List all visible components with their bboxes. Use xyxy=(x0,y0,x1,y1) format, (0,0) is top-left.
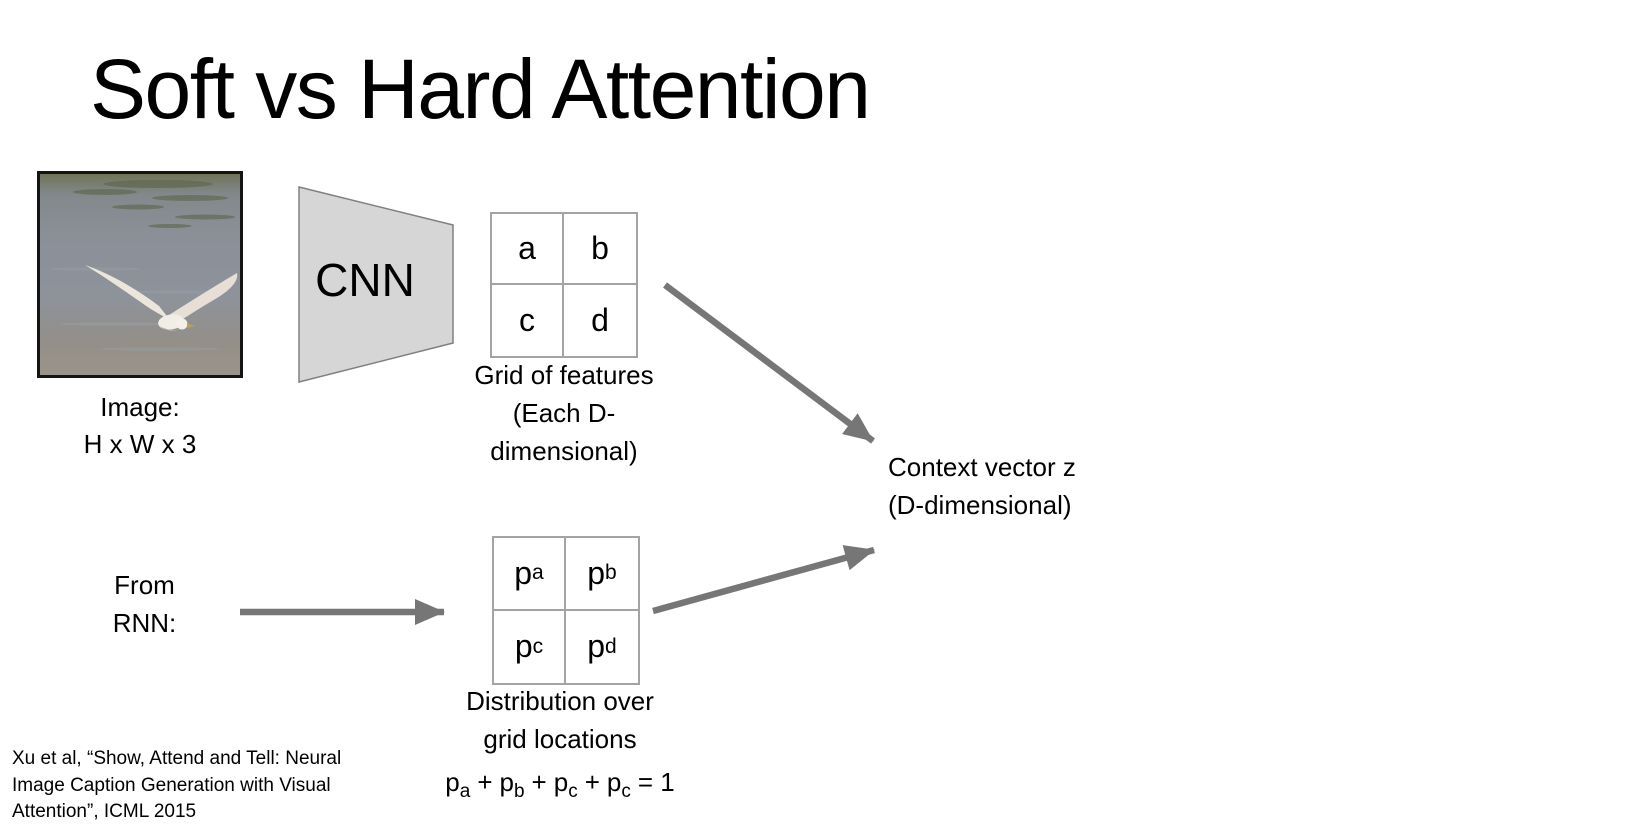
feature-grid: a b c d xyxy=(490,212,638,358)
eq-term: pc xyxy=(553,767,578,803)
cnn-label: CNN xyxy=(315,254,415,306)
context-vector-line1: Context vector z xyxy=(888,452,1076,482)
feature-grid-cell-d: d xyxy=(591,302,609,338)
eq-term: pb xyxy=(499,767,525,803)
prob-caption-line2: grid locations xyxy=(483,724,637,754)
eq-term: pc xyxy=(606,767,631,803)
eq-plus: + xyxy=(477,767,493,797)
image-caption-line1: Image: xyxy=(100,392,180,422)
citation-line2: Image Caption Generation with Visual xyxy=(12,774,331,796)
rnn-source-label: From RNN: xyxy=(92,566,197,642)
eq-plus: + xyxy=(584,767,600,797)
feature-caption-line3: dimensional) xyxy=(490,436,638,466)
rnn-label-line1: From xyxy=(114,570,175,600)
feature-caption-line1: Grid of features xyxy=(474,360,654,390)
water-ripples-light xyxy=(50,267,230,351)
feature-grid-caption: Grid of features (Each D- dimensional) xyxy=(444,356,684,470)
eq-term: pa xyxy=(445,767,471,803)
eq-result: = 1 xyxy=(637,767,675,797)
eq-plus: + xyxy=(531,767,547,797)
feature-grid-cell-b: b xyxy=(564,214,636,285)
context-vector-line2: (D-dimensional) xyxy=(888,490,1072,520)
feature-grid-cell-a: a xyxy=(492,214,564,285)
context-vector-label: Context vector z (D-dimensional) xyxy=(888,448,1076,524)
citation-line3: Attention”, ICML 2015 xyxy=(12,801,197,822)
probability-grid-caption: Distribution over grid locations xyxy=(440,682,680,758)
feature-grid-cell-c: c xyxy=(492,285,564,356)
image-caption-line2: H x W x 3 xyxy=(83,429,197,459)
prob-caption-line1: Distribution over xyxy=(466,686,654,716)
image-caption: Image: H x W x 3 xyxy=(17,389,263,463)
citation: Xu et al, “Show, Attend and Tell: Neural… xyxy=(12,746,341,826)
probability-sum-equation: pa+pb+pc+pc= 1 xyxy=(410,765,710,803)
arrow-features-to-context xyxy=(663,282,875,444)
arrow-probgrid-to-context xyxy=(652,545,875,615)
seagull xyxy=(85,265,238,331)
water-ripples-dark xyxy=(73,180,235,228)
rnn-label-line2: RNN: xyxy=(112,608,177,638)
page-title: Soft vs Hard Attention xyxy=(90,42,871,136)
citation-line1: Xu et al, “Show, Attend and Tell: Neural xyxy=(12,748,342,769)
water-background xyxy=(40,174,240,375)
cnn-trapezoid xyxy=(298,186,454,383)
feature-caption-line2: (Each D- xyxy=(512,398,616,428)
bird-photo xyxy=(37,171,243,378)
